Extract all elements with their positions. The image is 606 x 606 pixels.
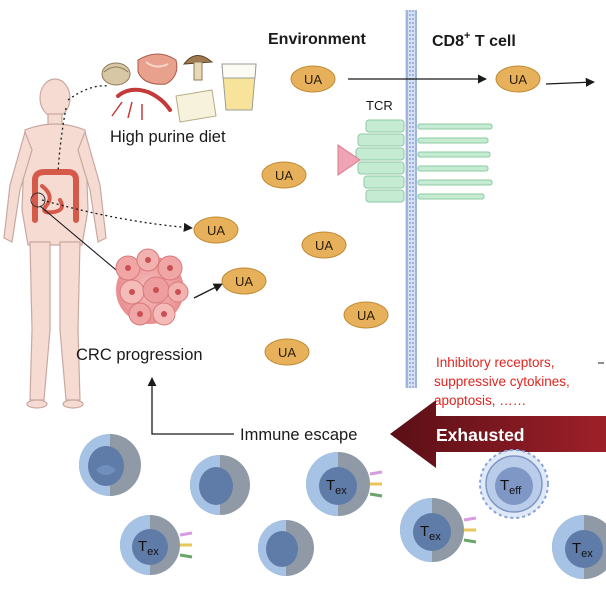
tex-label: Tex xyxy=(420,523,441,543)
tcr-receptor-icon xyxy=(355,119,493,203)
t-cell-icon xyxy=(190,455,250,515)
ua-molecule: UA xyxy=(221,267,267,295)
t-cell-icon xyxy=(79,434,141,496)
ua-molecule: UA xyxy=(495,65,541,93)
immune-escape-connector xyxy=(147,377,234,435)
human-body-figure xyxy=(3,78,107,409)
teff-sub: eff xyxy=(509,485,522,497)
exhausted-t-cell-icon: Tex xyxy=(306,452,383,516)
ua-molecule: UA xyxy=(290,65,336,93)
cell-membrane xyxy=(405,10,417,388)
high-purine-food-icon xyxy=(101,53,257,123)
tex-label: Tex xyxy=(138,538,159,558)
inhibitory-receptors-text: Inhibitory receptors, xyxy=(436,355,555,370)
antigen-icon xyxy=(337,144,361,176)
crc-progression-label: CRC progression xyxy=(76,346,203,364)
exhausted-t-cell-icon: Tex xyxy=(120,515,193,575)
tex-label: Tex xyxy=(326,477,347,497)
cd8-superscript: + xyxy=(464,30,470,42)
exhausted-t-cell-icon: Tex xyxy=(552,515,606,579)
tex-sub: ex xyxy=(429,531,441,543)
ua-molecule: UA xyxy=(301,231,347,259)
tex-label: Tex xyxy=(572,540,593,560)
tex-sub: ex xyxy=(581,548,593,560)
colon-to-tumor-line xyxy=(39,205,129,281)
environment-header: Environment xyxy=(268,31,366,48)
tumor-to-ua-arrow xyxy=(193,283,223,299)
ua-label: UA xyxy=(235,274,253,289)
tex-sub: ex xyxy=(335,485,347,497)
cd8-rest: T cell xyxy=(470,33,515,50)
apoptosis-text: apoptosis, …… xyxy=(434,393,526,408)
tex-sub: ex xyxy=(147,546,159,558)
ua-molecule: UA xyxy=(264,338,310,366)
ua-label: UA xyxy=(315,238,333,253)
ua-label: UA xyxy=(275,168,293,183)
tex-main: T xyxy=(138,538,147,555)
cd8-main: CD8 xyxy=(432,33,464,50)
exhausted-label: Exhausted xyxy=(436,425,525,445)
ua-label: UA xyxy=(509,72,527,87)
ua-molecule: UA xyxy=(193,216,239,244)
colon-to-ua-dotted-arrow xyxy=(41,199,193,232)
teff-label: Teff xyxy=(500,477,522,497)
effector-t-cell-icon: Teff xyxy=(479,449,549,519)
immune-escape-label: Immune escape xyxy=(240,426,357,444)
exhausted-arrow xyxy=(390,400,606,468)
tex-main: T xyxy=(572,540,581,557)
exhausted-t-cell-icon: Tex xyxy=(400,498,477,562)
tex-main: T xyxy=(420,523,429,540)
teff-main: T xyxy=(500,477,509,494)
diet-intake-dotted-line xyxy=(67,85,109,101)
tcr-label: TCR xyxy=(366,98,393,113)
ua-label: UA xyxy=(304,72,322,87)
gut-dotted-line xyxy=(57,107,67,173)
ua-molecule: UA xyxy=(343,301,389,329)
tumor-cluster-icon xyxy=(115,248,189,326)
tex-main: T xyxy=(326,477,335,494)
t-cell-icon xyxy=(258,520,314,576)
ua-downstream-arrow xyxy=(545,77,595,87)
ua-molecule: UA xyxy=(261,161,307,189)
colon-icon xyxy=(32,169,79,223)
ua-label: UA xyxy=(207,223,225,238)
ua-label: UA xyxy=(278,345,296,360)
cd8-t-cell-header: CD8+ T cell xyxy=(432,30,516,50)
suppressive-cytokines-text: suppressive cytokines, xyxy=(434,374,570,389)
high-purine-diet-label: High purine diet xyxy=(110,128,226,146)
colon-highlight xyxy=(30,192,46,208)
ua-label: UA xyxy=(357,308,375,323)
